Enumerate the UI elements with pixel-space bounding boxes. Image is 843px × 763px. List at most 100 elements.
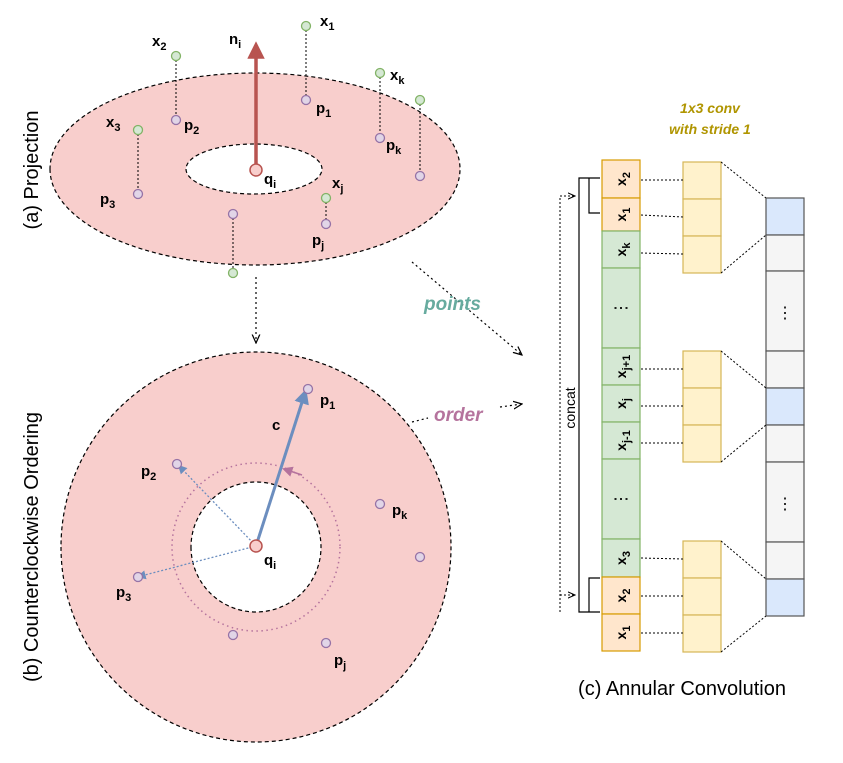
projection-center-point (249, 163, 263, 177)
ord-label-p1: p1 (320, 392, 335, 412)
output-cell-2 (765, 234, 805, 272)
point-extra-green (414, 94, 426, 106)
ordering-orbit (171, 462, 341, 632)
output-cell-4 (765, 350, 805, 389)
ordering-direction-arrow (282, 466, 303, 477)
point-p1 (300, 94, 312, 106)
point-x2 (170, 50, 182, 62)
concat-bracket-bottom-inner (588, 577, 600, 612)
feature-cell-label-2: x1 (613, 208, 633, 222)
point-x3 (132, 124, 144, 136)
ordering-points (132, 383, 426, 649)
caption-convolution: (c) Annular Convolution (578, 678, 786, 700)
concat-bracket-top-inner (588, 178, 600, 214)
output-cell-bottom (765, 578, 805, 617)
convolution-panel: 1x3 conv with stride 1 concat x2x1xk⋮xj+… (559, 100, 805, 700)
label-normal: ni (229, 31, 241, 51)
output-cell-7 (765, 461, 805, 543)
label-x2: x2 (152, 33, 166, 53)
feature-cell-label-7: xj-1 (613, 430, 633, 451)
caption-ordering: (b) Counterclockwise Ordering (21, 412, 43, 682)
point-xj (320, 192, 332, 204)
label-p2: p2 (184, 117, 199, 137)
kernel-groups (682, 161, 722, 653)
point-bottom-green (227, 267, 239, 279)
ord-label-pj: pj (334, 652, 346, 672)
kernel-mid-cell-2 (682, 387, 722, 426)
output-cell-mid (765, 387, 805, 426)
arrow-order-flow-tail (411, 417, 429, 423)
feature-cell-6 (601, 384, 641, 423)
kernel-bot-cell-2 (682, 577, 722, 616)
fk-link-3 (640, 252, 684, 255)
feature-kernel-links (640, 179, 684, 634)
point-x1 (300, 20, 312, 32)
kernel-output-links (720, 161, 767, 653)
point-pj (320, 218, 332, 230)
kernel-bot-cell-3 (682, 614, 722, 653)
feature-cell-10 (601, 576, 641, 615)
output-cell-6 (765, 424, 805, 463)
concat-top-link (559, 196, 575, 612)
ordering-annulus (60, 351, 452, 743)
conv-label-line1: 1x3 conv (680, 100, 741, 116)
ord-point-p1 (302, 383, 314, 395)
ord-point-extra (414, 551, 426, 563)
ordering-center-point (249, 539, 263, 553)
ord-point-pk (374, 498, 386, 510)
projection-annulus (49, 72, 461, 266)
output-cell-8 (765, 541, 805, 580)
concat-bracket-outer (578, 177, 600, 613)
feature-cell-9 (601, 538, 641, 578)
point-bottom-purple (227, 208, 239, 220)
ko-link-3 (720, 350, 767, 389)
kernel-bot-cell-1 (682, 540, 722, 579)
ord-point-pj (320, 637, 332, 649)
label-center-q: qi (264, 171, 276, 191)
ord-label-pk: pk (392, 502, 408, 522)
label-pj: pj (312, 232, 324, 252)
kernel-mid-cell-3 (682, 424, 722, 463)
caption-projection: (a) Projection (21, 111, 43, 230)
point-p3 (132, 188, 144, 200)
output-cell-3 (765, 270, 805, 352)
ko-link-2 (720, 234, 767, 274)
label-p1: p1 (316, 100, 331, 120)
feature-cell-8 (601, 458, 641, 540)
ord-label-p2: p2 (141, 463, 156, 483)
kernel-mid-cell-1 (682, 350, 722, 389)
output-column (765, 197, 805, 617)
output-ellipsis-2: ⋮ (777, 496, 793, 513)
fk-link-7 (640, 557, 684, 560)
feature-cell-label-5: xj+1 (613, 355, 633, 378)
kernel-top-cell-3 (682, 235, 722, 274)
label-xk: xk (390, 67, 405, 87)
feature-cell-4 (601, 267, 641, 349)
output-ellipsis-1: ⋮ (777, 305, 793, 322)
ko-link-1 (720, 161, 767, 199)
arrow-order-flow (499, 404, 522, 407)
concat-label: concat (562, 387, 578, 428)
order-flow-label: order (434, 405, 484, 426)
fk-link-2 (640, 214, 684, 218)
feature-cell-label-6: xj (613, 398, 633, 409)
feature-cell-11 (601, 613, 641, 652)
ord-point-bottom (227, 629, 239, 641)
feature-cell-label-4: ⋮ (613, 300, 630, 316)
feature-cell-label-8: ⋮ (613, 491, 630, 507)
projection-purple-points (132, 94, 426, 230)
feature-cell-label-9: x3 (613, 551, 633, 565)
ordering-panel: qi c p1 p2 p3 pk pj (b) Counterclockwise… (21, 351, 452, 743)
feature-cell-label-11: x1 (613, 626, 633, 640)
reference-vector-c (254, 388, 309, 547)
point-pk (374, 132, 386, 144)
points-flow-label: points (423, 294, 481, 315)
projection-panel: ni qi x1 x2 x3 xk xj p1 p2 p3 pk pj (a) … (21, 13, 461, 279)
ko-link-4 (720, 424, 767, 463)
feature-cell-label-1: x2 (613, 172, 633, 186)
ord-point-p2 (171, 458, 183, 470)
label-xj: xj (332, 175, 343, 195)
ord-label-center-q: qi (264, 552, 276, 572)
label-p3: p3 (100, 191, 115, 211)
